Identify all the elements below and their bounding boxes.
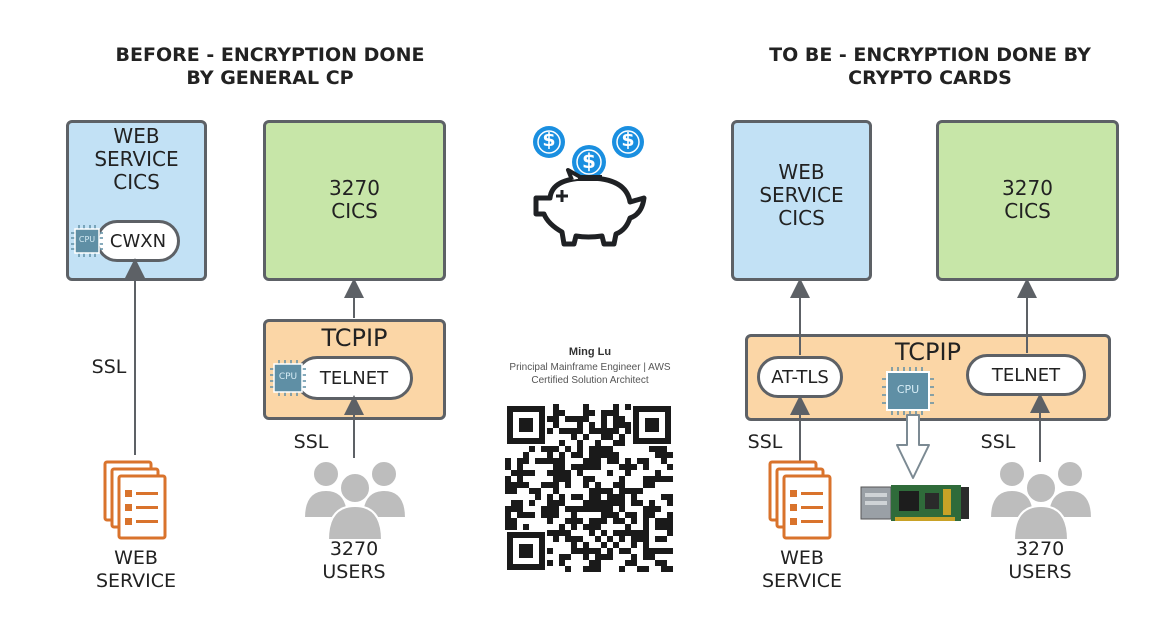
right-web-box-label: WEB SERVICE CICS [734, 161, 869, 230]
left-users-line1: 3270 [329, 538, 379, 560]
left-web-box-label: WEB SERVICE CICS [69, 125, 204, 194]
left-ssl-users-label: SSL [293, 431, 329, 453]
cpu-to-crypto-card-arrow [896, 414, 930, 479]
left-cics-box-line1: 3270 [329, 176, 380, 200]
dollar-coin-icon-3 [572, 145, 606, 179]
left-cics-box-label: 3270 CICS [266, 177, 443, 223]
right-ssl-web-label: SSL [747, 431, 783, 453]
right-web-box-line1: WEB [778, 160, 825, 184]
right-cics-box-line2: CICS [1004, 199, 1051, 223]
left-web-service-document-icon [103, 460, 167, 540]
left-telnet-cpu-label: CPU [278, 372, 298, 382]
right-ssl-users-label: SSL [980, 431, 1016, 453]
right-web-service-line1: WEB [780, 547, 824, 569]
left-tcpip-label: TCPIP [321, 324, 388, 352]
left-users-group-icon [302, 460, 408, 541]
left-web-service-line2: SERVICE [95, 570, 177, 592]
author-title: Principal Mainframe Engineer | AWS Certi… [480, 361, 700, 387]
left-web-box-line1: WEB [113, 124, 160, 148]
left-ssl-web-label: SSL [91, 356, 127, 378]
right-telnet-label: TELNET [991, 364, 1061, 386]
left-title: BEFORE - ENCRYPTION DONE BY GENERAL CP [60, 44, 480, 90]
left-telnet-label: TELNET [319, 367, 389, 389]
left-users-line2: USERS [322, 561, 386, 583]
left-3270-cics-box: 3270 CICS [263, 120, 446, 281]
right-tcpip-label: TCPIP [894, 338, 962, 366]
left-telnet-cpu-chip-icon: CPU [270, 360, 306, 396]
right-cpu-chip-icon: CPU [882, 367, 934, 415]
piggy-bank-icon [533, 168, 647, 247]
left-web-service-label: WEB SERVICE [76, 547, 196, 593]
right-users-group-icon [988, 460, 1094, 541]
qr-code-image [505, 404, 673, 572]
right-title-line1: TO BE - ENCRYPTION DONE BY [769, 44, 1091, 66]
dollar-coin-sign-2: $ [621, 129, 635, 151]
left-cwxn-cpu-chip-icon: CPU [71, 225, 103, 257]
right-telnet-pill: TELNET [966, 354, 1086, 396]
right-users-label: 3270 USERS [980, 538, 1100, 584]
left-web-box-line2: SERVICE [94, 147, 179, 171]
left-cwxn-cpu-label: CPU [78, 235, 96, 244]
right-cpu-label: CPU [896, 383, 920, 396]
right-3270-cics-box: 3270 CICS [936, 120, 1119, 281]
dollar-coin-icon-1 [533, 126, 565, 158]
author-title-line1: Principal Mainframe Engineer | AWS [509, 362, 671, 373]
left-cics-box-line2: CICS [331, 199, 378, 223]
dollar-coin-sign-1: $ [542, 129, 556, 151]
dollar-coin-icon-2 [612, 126, 644, 158]
right-title: TO BE - ENCRYPTION DONE BY CRYPTO CARDS [720, 44, 1140, 90]
dollar-coin-sign-3: $ [582, 149, 596, 173]
author-name: Ming Lu [568, 346, 612, 358]
left-users-label: 3270 USERS [294, 538, 414, 584]
right-web-service-line2: SERVICE [761, 570, 843, 592]
crypto-card-image [859, 481, 971, 525]
right-web-box-line3: CICS [778, 206, 825, 230]
attls-pill: AT-TLS [757, 356, 843, 398]
author-title-line2: Certified Solution Architect [531, 375, 649, 386]
right-users-line2: USERS [1008, 561, 1072, 583]
right-users-line1: 3270 [1015, 538, 1065, 560]
attls-label: AT-TLS [771, 366, 829, 388]
right-web-box-line2: SERVICE [759, 183, 844, 207]
right-web-service-document-icon [768, 460, 832, 540]
left-title-line1: BEFORE - ENCRYPTION DONE [115, 44, 425, 66]
right-web-service-label: WEB SERVICE [742, 547, 862, 593]
left-title-line2: BY GENERAL CP [186, 67, 354, 89]
right-web-service-cics-box: WEB SERVICE CICS [731, 120, 872, 281]
right-cics-box-label: 3270 CICS [939, 177, 1116, 223]
cwxn-label: CWXN [109, 230, 167, 252]
right-cics-box-line1: 3270 [1002, 176, 1053, 200]
left-web-service-line1: WEB [114, 547, 158, 569]
left-web-box-line3: CICS [113, 170, 160, 194]
right-title-line2: CRYPTO CARDS [848, 67, 1012, 89]
